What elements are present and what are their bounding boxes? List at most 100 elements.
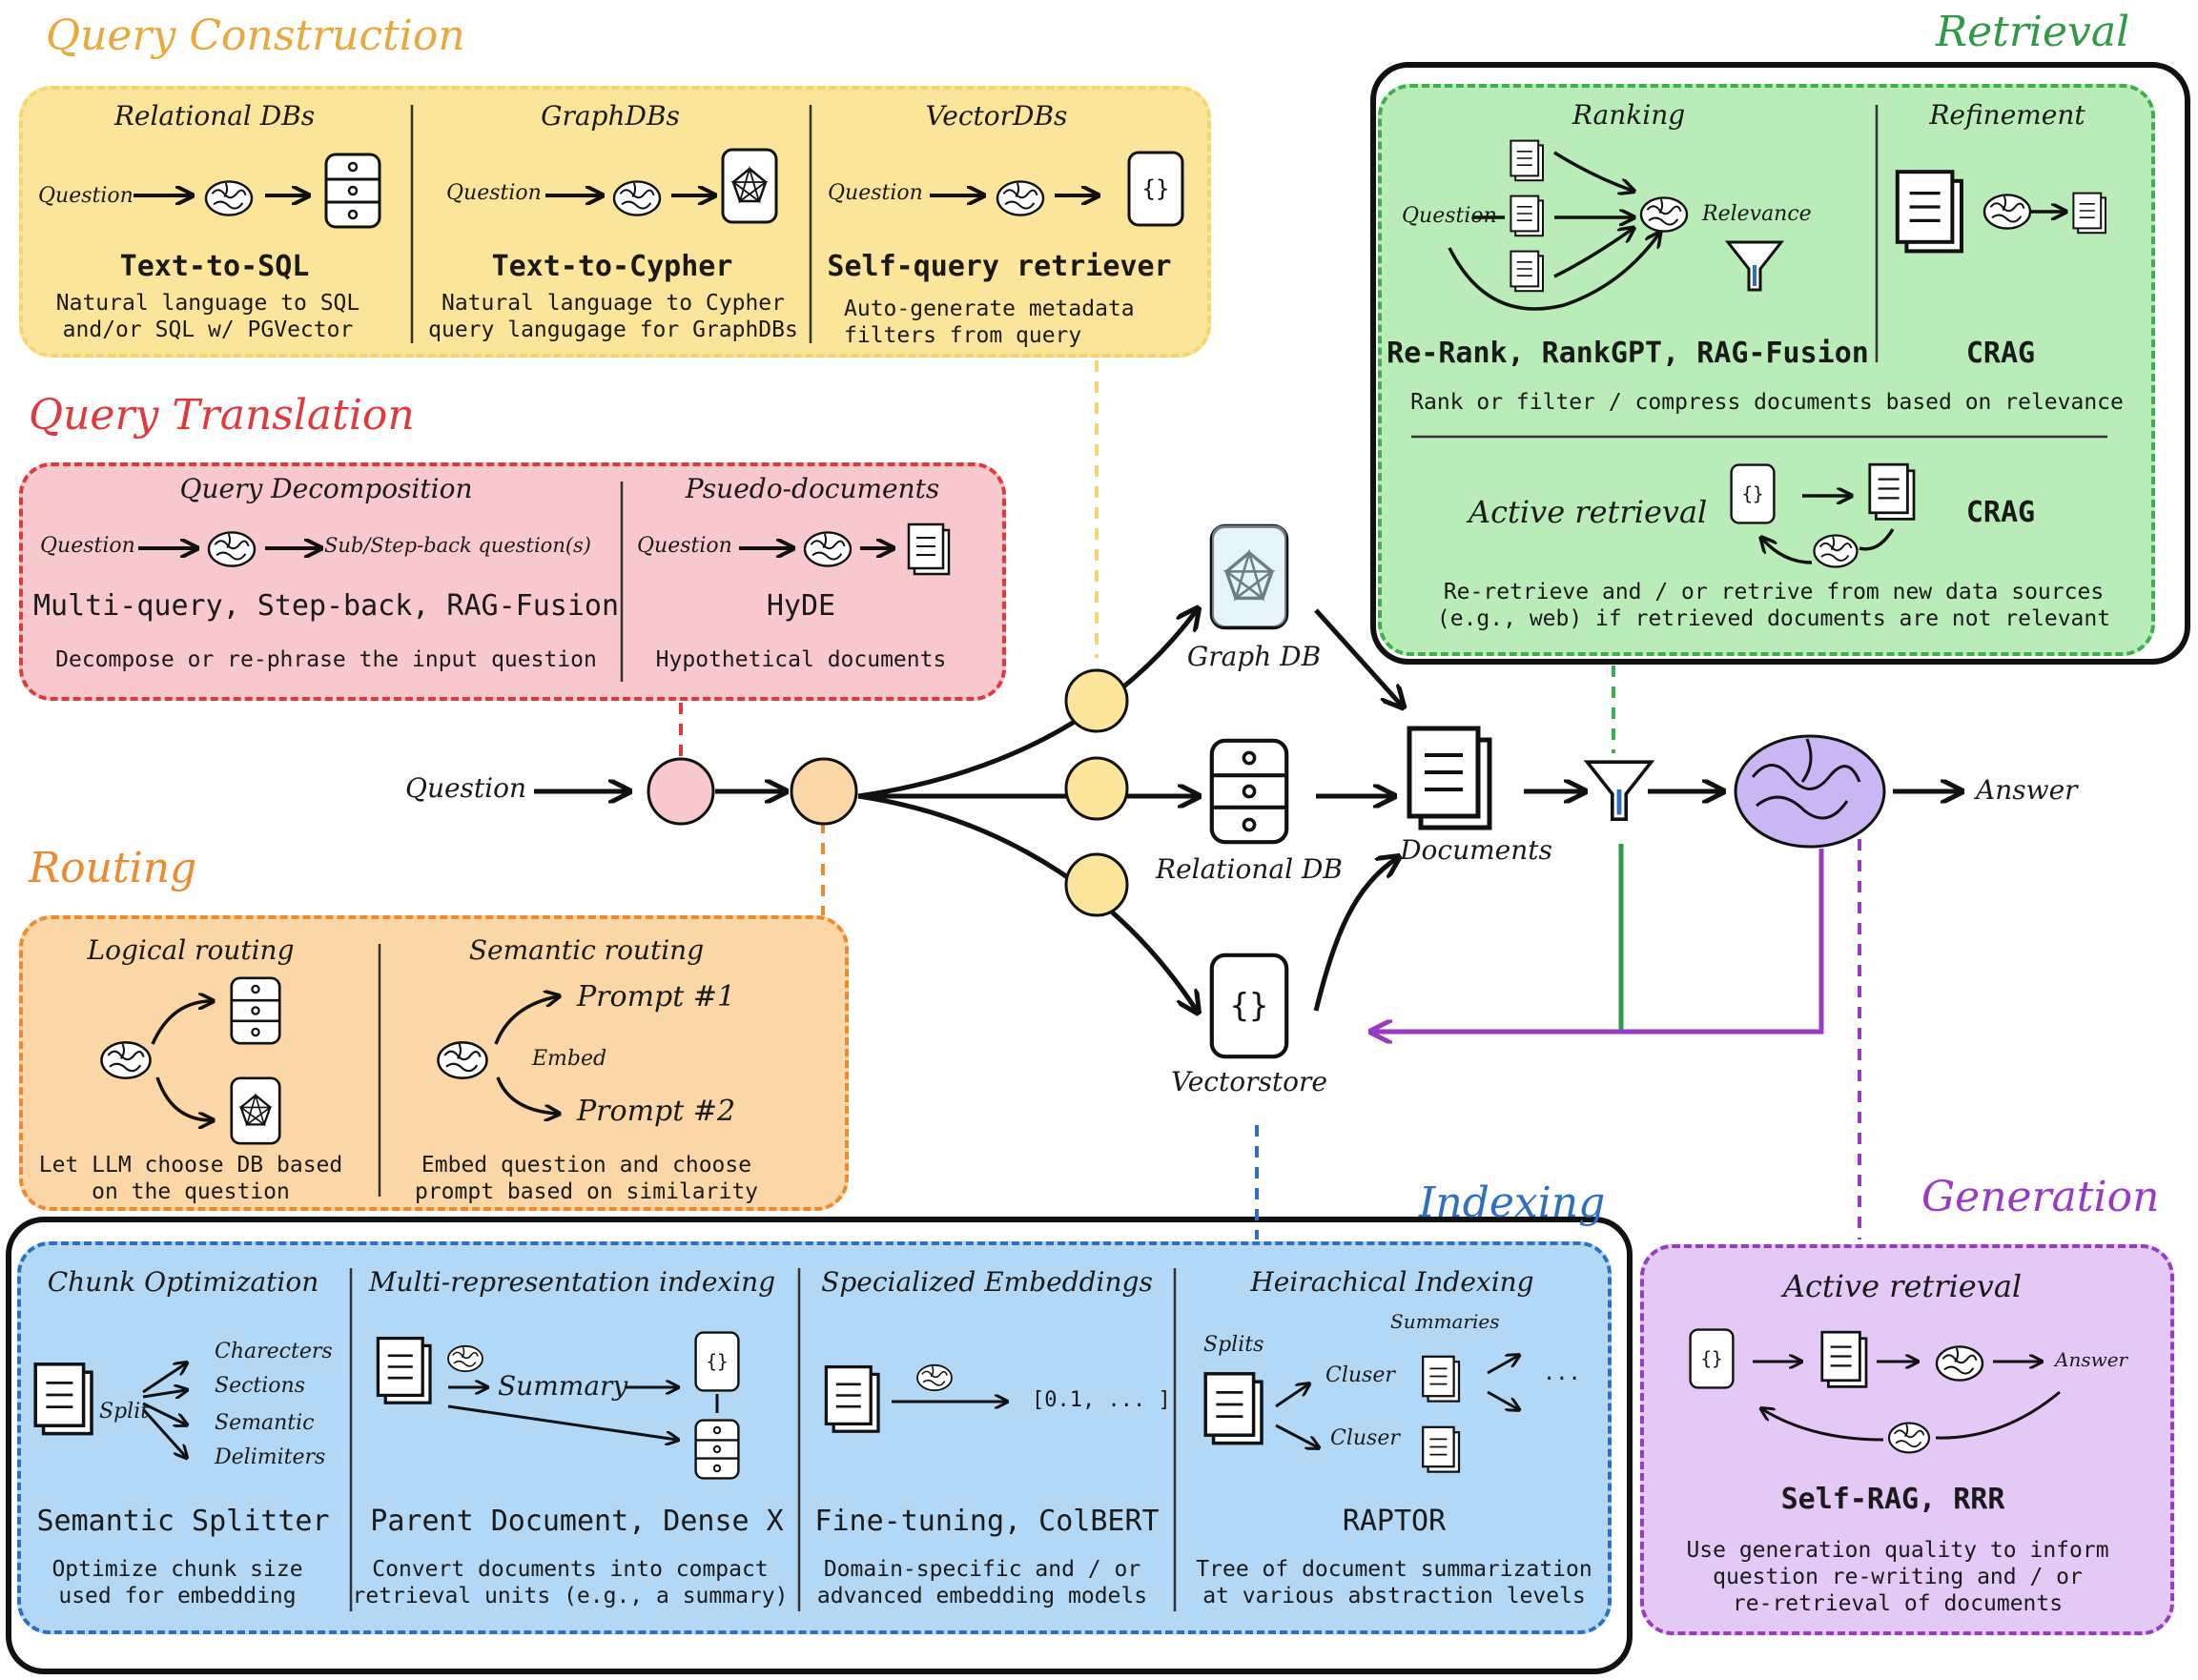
vector-question-label: Question <box>828 181 923 205</box>
active-retrieval-graphic <box>1730 462 1916 568</box>
self-rag-method: Self-RAG, RRR <box>1780 1483 2005 1516</box>
logical-routing-desc: Let LLM choose DB based on the question <box>38 1153 343 1204</box>
specialized-embeddings-graphic <box>824 1363 1006 1433</box>
relational-db-icon <box>1212 741 1286 842</box>
decomposition-question-label: Question <box>40 534 135 558</box>
query-construction-title: Query Construction <box>46 11 465 60</box>
generation-graphic <box>1689 1328 2061 1454</box>
retrieval-box <box>1378 84 2155 656</box>
fine-tuning-method: Fine-tuning, ColBERT <box>814 1505 1160 1538</box>
raptor-method: RAPTOR <box>1342 1505 1447 1538</box>
chunk-item-characters: Charecters <box>215 1340 333 1363</box>
indexing-box <box>17 1241 1612 1634</box>
translation-node <box>647 757 715 826</box>
semantic-routing-graphic <box>437 996 559 1114</box>
crag-refinement-method: CRAG <box>1965 337 2036 370</box>
construction-node-3 <box>1064 852 1129 917</box>
vector-panel-graphic <box>930 151 1184 227</box>
specialized-embeddings-title: Specialized Embeddings <box>821 1266 1153 1298</box>
filter-funnel-icon <box>1587 762 1651 819</box>
rerank-method: Re-Rank, RankGPT, RAG-Fusion <box>1387 337 1869 370</box>
splits-label: Splits <box>1203 1333 1264 1357</box>
cluster-1-label: Cluser <box>1325 1363 1395 1387</box>
llm-brain-icon <box>1734 734 1886 849</box>
construction-node-1 <box>1064 668 1129 733</box>
logical-routing-title: Logical routing <box>87 934 295 966</box>
hyde-graphic <box>739 522 951 576</box>
relational-dbs-title: Relational DBs <box>113 100 316 132</box>
prompt-1-label: Prompt #1 <box>577 980 736 1014</box>
hyde-method: HyDE <box>766 589 836 623</box>
generation-active-retrieval-title: Active retrieval <box>1782 1268 2023 1304</box>
vectordbs-title: VectorDBs <box>925 100 1068 132</box>
chunk-item-delimiters: Delimiters <box>215 1445 326 1469</box>
summaries-label: Summaries <box>1390 1310 1500 1333</box>
graph-question-label: Question <box>446 181 542 205</box>
ranking-question-label: Question <box>1402 204 1497 228</box>
embed-label: Embed <box>532 1047 607 1071</box>
semantic-routing-title: Semantic routing <box>468 934 705 966</box>
refinement-graphic <box>1898 172 2107 251</box>
logical-routing-graphic <box>100 976 281 1145</box>
vectorstore-icon <box>1212 955 1286 1056</box>
sub-step-back-label: Sub/Step-back question(s) <box>324 534 592 557</box>
decomposition-graphic <box>138 531 319 567</box>
self-query-desc: Auto-generate metadata filters from quer… <box>844 297 1135 348</box>
decomposition-desc: Decompose or re-phrase the input questio… <box>55 647 597 672</box>
chunk-optimization-graphic <box>33 1363 186 1457</box>
ranking-graphic <box>1448 139 1783 311</box>
hierarchical-indexing-graphic <box>1203 1356 1518 1473</box>
route-to-vector <box>857 793 1197 1011</box>
text-to-sql-method: Text-to-SQL <box>119 250 310 283</box>
cluster-2-label: Cluser <box>1330 1426 1400 1450</box>
multi-representation-title: Multi-representation indexing <box>368 1266 776 1298</box>
routing-box <box>19 915 849 1211</box>
text-to-cypher-desc: Natural language to Cypher query languga… <box>428 291 798 342</box>
refinement-title: Refinement <box>1929 99 2085 131</box>
multi-representation-desc: Convert documents into compact retrieval… <box>352 1557 789 1608</box>
hierarchical-indexing-title: Heirachical Indexing <box>1250 1266 1534 1298</box>
relational-question-label: Question <box>38 184 134 208</box>
rank-filter-desc: Rank or filter / compress documents base… <box>1410 390 2124 415</box>
relevance-label: Relevance <box>1702 202 1812 226</box>
graph-to-docs <box>1314 608 1402 706</box>
hierarchy-ellipsis: ... <box>1543 1362 1581 1385</box>
generation-desc: Use generation quality to inform questio… <box>1686 1538 2109 1616</box>
construction-node-2 <box>1064 756 1129 821</box>
route-to-graph <box>857 610 1197 799</box>
graphdbs-title: GraphDBs <box>541 100 680 132</box>
semantic-routing-desc: Embed question and choose prompt based o… <box>414 1153 759 1204</box>
text-to-cypher-method: Text-to-Cypher <box>491 250 733 283</box>
flow-question-label: Question <box>405 772 527 804</box>
chunk-item-semantic: Semantic <box>215 1411 315 1435</box>
text-to-sql-desc: Natural language to SQL and/or SQL w/ PG… <box>55 291 360 342</box>
query-construction-box <box>19 86 1211 358</box>
chunk-optimization-title: Chunk Optimization <box>47 1266 319 1298</box>
indexing-title: Indexing <box>1419 1178 1606 1227</box>
crag-active-method: CRAG <box>1965 496 2036 529</box>
pseudo-documents-title: Psuedo-documents <box>685 473 940 504</box>
query-translation-title: Query Translation <box>29 391 415 440</box>
embedding-vector-label: [0.1, ... ] <box>1032 1388 1171 1412</box>
hierarchical-indexing-desc: Tree of document summarization at variou… <box>1196 1557 1592 1608</box>
routing-node <box>790 757 858 826</box>
answer-label: Answer <box>1976 774 2078 806</box>
retrieval-outer-frame <box>1370 62 2190 665</box>
panel-dividers <box>349 105 2107 1611</box>
prompt-2-label: Prompt #2 <box>577 1095 736 1128</box>
self-query-method: Self-query retriever <box>827 250 1172 283</box>
query-decomposition-title: Query Decomposition <box>179 473 473 504</box>
generation-title: Generation <box>1921 1173 2160 1221</box>
multi-query-method: Multi-query, Step-back, RAG-Fusion <box>32 589 620 623</box>
multi-representation-graphic <box>376 1331 740 1480</box>
chunk-item-sections: Sections <box>215 1374 305 1398</box>
retrieval-title: Retrieval <box>1936 8 2130 56</box>
specialized-embeddings-desc: Domain-specific and / or advanced embedd… <box>816 1557 1148 1608</box>
hyde-desc: Hypothetical documents <box>655 647 947 672</box>
vectorstore-label: Vectorstore <box>1171 1066 1327 1097</box>
routing-title: Routing <box>29 844 197 892</box>
documents-label: Documents <box>1400 834 1552 866</box>
relational-db-label: Relational DB <box>1156 853 1343 885</box>
